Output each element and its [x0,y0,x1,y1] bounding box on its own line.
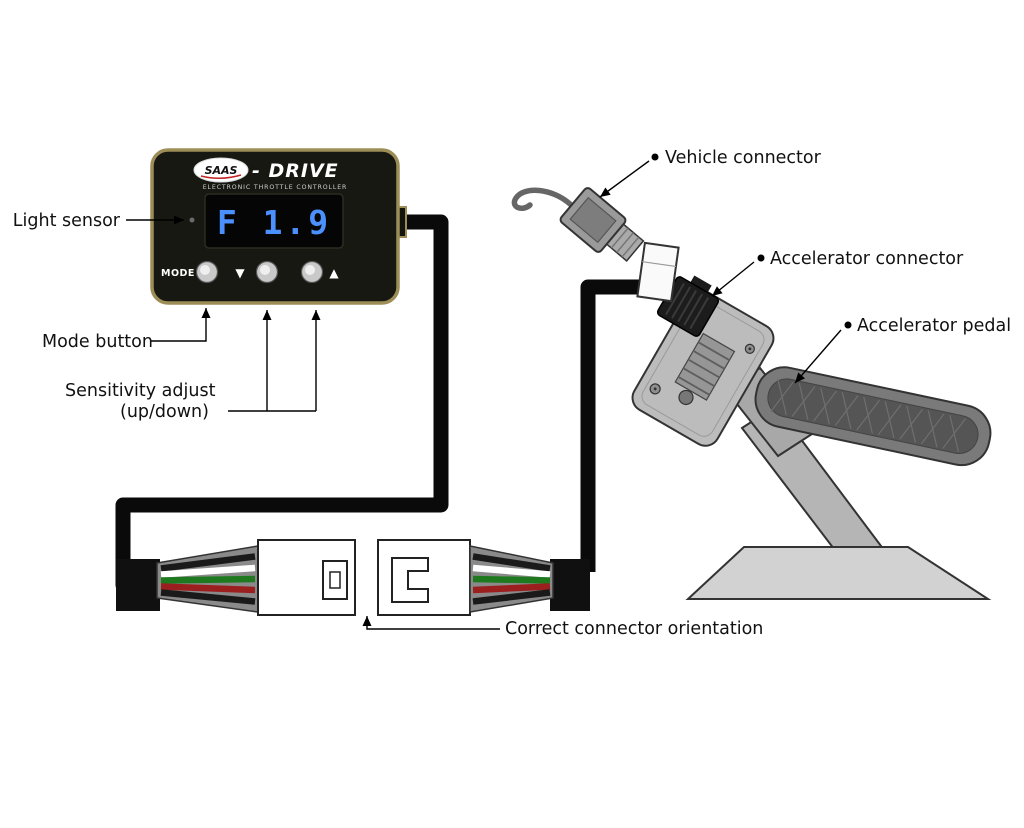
cable-boot-left [116,559,160,611]
left-connector-housing [257,539,356,616]
wire-stripe [160,583,256,594]
vehicle-connector-wire [511,187,573,211]
wire-stripe [160,564,256,578]
label-bullet [844,321,852,329]
label-connector-orientation: Correct connector orientation [505,619,763,639]
button-row: MODE ▼ ▲ [161,260,339,284]
right-harness-connector [377,539,554,616]
pedal-pad-pattern [770,378,967,452]
cable-right [550,279,652,611]
accelerator-pedal-assembly [511,187,992,600]
label-vehicle-connector: Vehicle connector [665,148,822,168]
label-mode-button: Mode button [42,332,153,352]
mode-label: MODE [161,268,195,279]
arrowheads [174,153,852,626]
wire-stripe [472,553,551,572]
leader-mode-button [150,308,207,342]
vehicle-connector-part [511,187,627,253]
up-button[interactable] [300,260,324,284]
arrowhead [362,616,372,626]
bracket-pivot [678,389,694,406]
arrowhead [201,308,211,318]
light-sensor [189,217,195,223]
wire-stripe [472,575,551,584]
up-arrow-icon: ▲ [329,266,339,280]
down-button[interactable] [255,260,279,284]
wire-stripe [160,589,256,605]
leader-vehicle-connector [599,160,650,198]
arrowhead [600,187,611,197]
mode-button[interactable] [195,260,219,284]
label-light-sensor: Light sensor [13,211,121,231]
throttle-controller: SAAS - DRIVE ELECTRONIC THROTTLE CONTROL… [150,148,407,305]
left-harness-connector [156,539,356,616]
cable-boot-right [550,559,590,611]
display-value: F 1.9 [217,203,331,242]
display: F 1.9 [204,193,344,249]
label-sensitivity-updown: (up/down) [120,402,209,422]
wire-stripe [160,553,256,572]
logo-swoosh [200,174,242,179]
leader-orientation [366,616,500,630]
arrowhead [174,215,184,225]
brand-logo: SAAS - DRIVE ELECTRONIC THROTTLE CONTROL… [193,157,348,191]
label-sensitivity-adjust: Sensitivity adjust [65,381,216,401]
arrowhead [311,310,321,320]
product-subtitle: ELECTRONIC THROTTLE CONTROLLER [203,184,348,191]
label-bullet [651,153,659,161]
label-accelerator-connector: Accelerator connector [770,249,964,269]
pedal-pad [754,366,992,467]
label-accelerator-pedal: Accelerator pedal [857,316,1011,336]
cable-left [115,214,449,611]
wire-stripe [472,589,551,605]
label-bullet [757,254,765,262]
wire-stripe [160,575,256,584]
arrowhead [262,310,272,320]
pedal-base [685,546,992,600]
wire-stripe [472,564,551,578]
down-arrow-icon: ▼ [235,266,245,280]
leader-accelerator-pedal [794,329,842,384]
product-name: - DRIVE [252,160,339,182]
arrowhead [795,372,805,383]
brand-logo-text: SAAS [205,164,238,177]
wire-stripe [472,583,551,594]
white-plug [636,241,680,303]
arrowhead [712,286,723,296]
